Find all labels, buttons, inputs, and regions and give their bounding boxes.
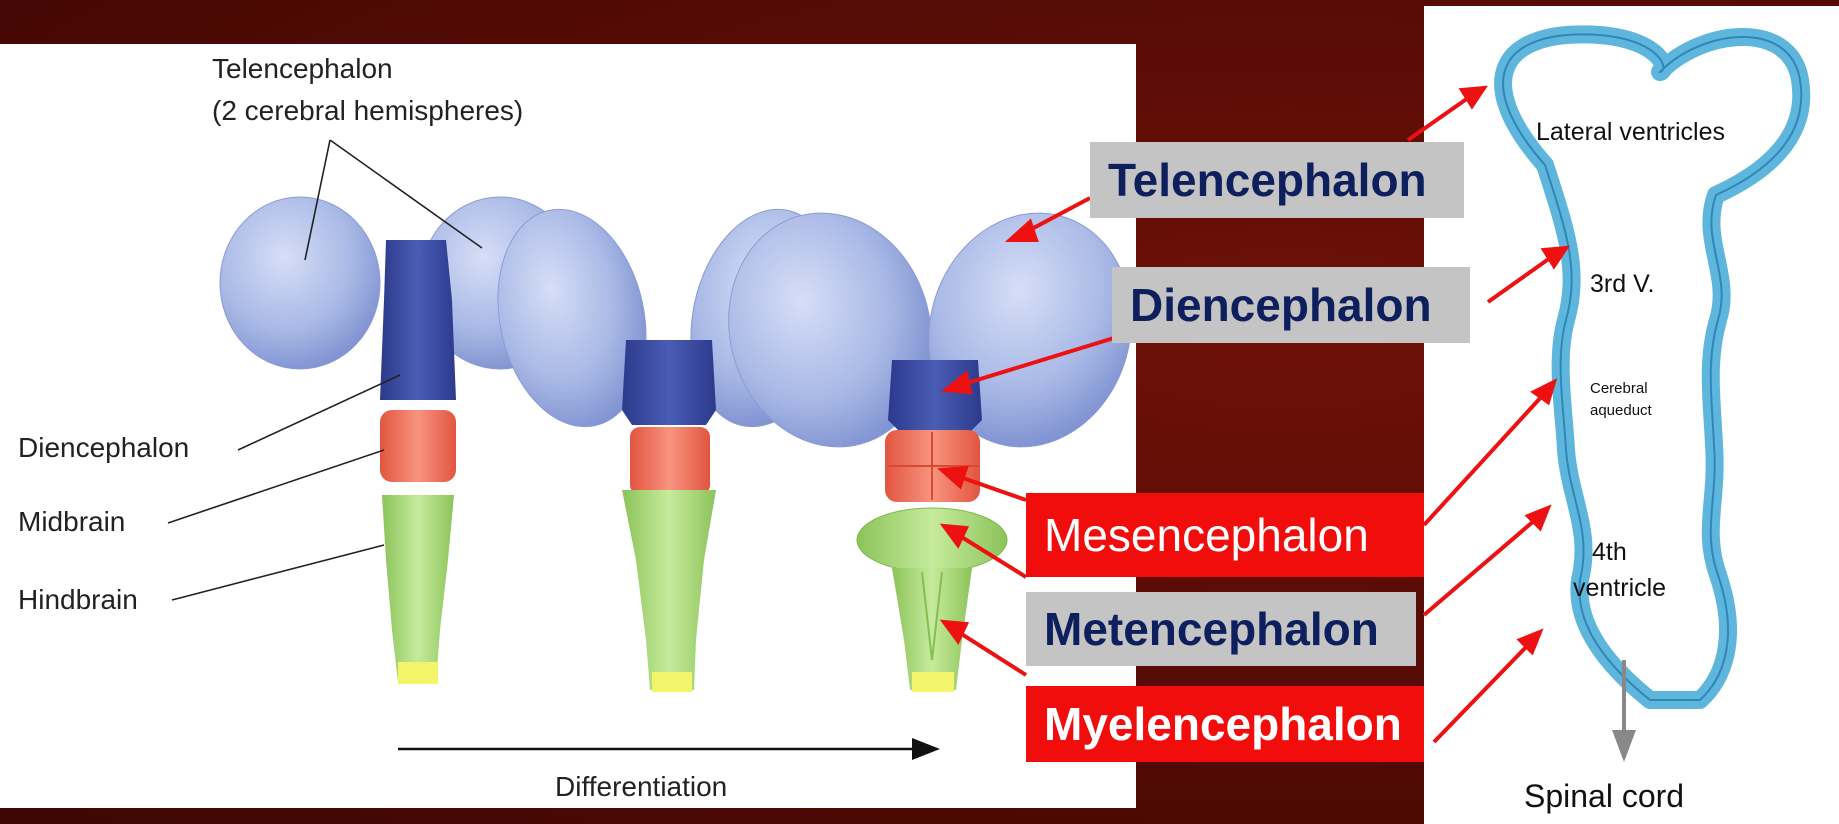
label-differentiation: Differentiation [555,771,727,803]
callout-diencephalon: Diencephalon [1112,267,1470,343]
callout-myelencephalon: Myelencephalon [1026,686,1424,762]
callout-mesencephalon: Mesencephalon [1026,493,1424,577]
stage3-cord-tip [912,672,954,692]
stage3-cerebellum [857,508,1007,572]
label-fourth-ventricle-line2: ventricle [1573,574,1666,603]
label-cerebral-hemispheres: (2 cerebral hemispheres) [212,95,523,127]
label-diencephalon: Diencephalon [18,432,189,464]
stage3-midbrain [885,430,980,502]
callout-metencephalon: Metencephalon [1026,592,1416,666]
label-third-ventricle: 3rd V. [1590,270,1654,299]
callout-telencephalon: Telencephalon [1090,142,1464,218]
label-lateral-ventricles: Lateral ventricles [1536,118,1725,147]
stage3-diencephalon [888,360,982,432]
label-hindbrain: Hindbrain [18,584,138,616]
stage1-diencephalon [380,240,456,400]
stage1-left-hemisphere [220,197,380,369]
stage1-hindbrain [382,495,454,682]
label-telencephalon: Telencephalon [212,53,393,85]
label-spinal-cord: Spinal cord [1524,778,1684,815]
stage2-hindbrain [622,490,716,690]
stage1-cord-tip [398,662,438,684]
stage2-midbrain [630,427,710,495]
label-midbrain: Midbrain [18,506,125,538]
label-fourth-ventricle-line1: 4th [1592,538,1627,567]
label-cerebral-aqueduct-line1: Cerebral [1590,378,1652,400]
stage2-cord-tip [652,672,692,692]
differentiation-arrow [398,738,940,760]
label-cerebral-aqueduct-line2: aqueduct [1590,400,1652,422]
stage2-diencephalon [622,340,716,425]
label-cerebral-aqueduct: Cerebral aqueduct [1590,378,1652,422]
stage1-midbrain [380,410,456,482]
